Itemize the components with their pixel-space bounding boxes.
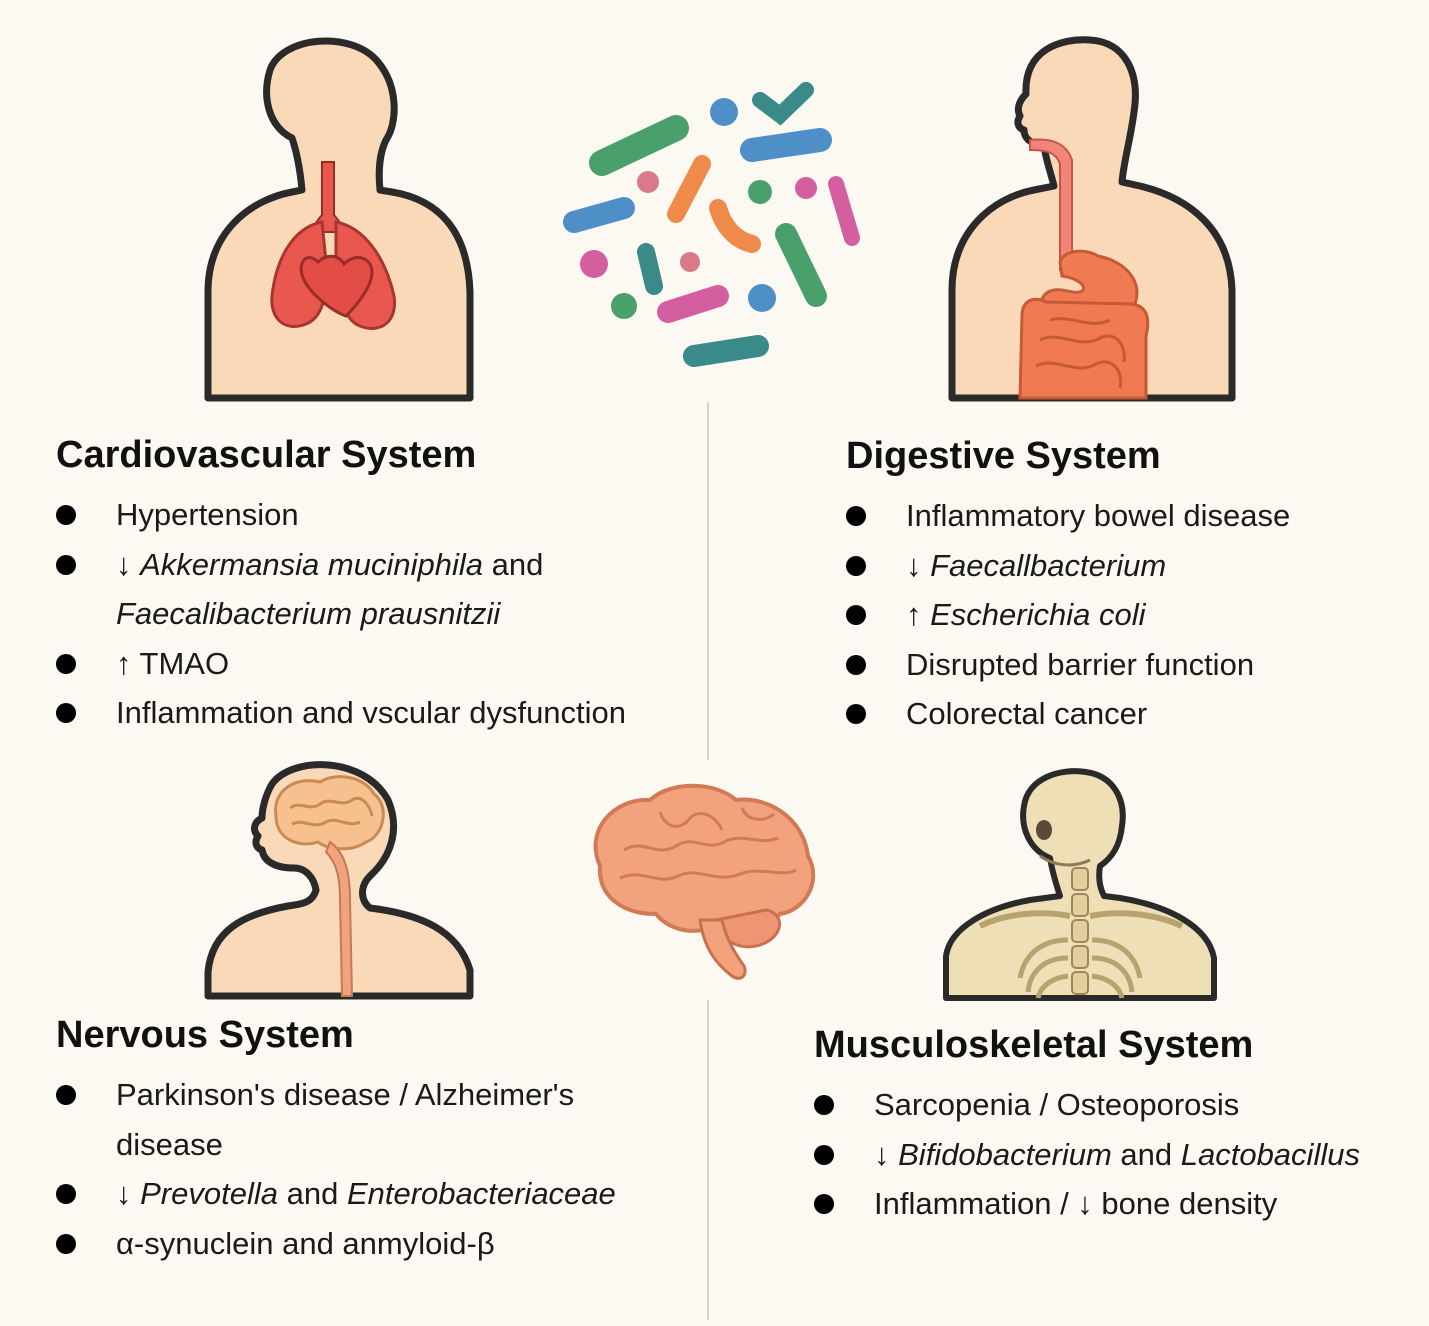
item-text: Colorectal cancer [906,696,1148,731]
musculoskeletal-list: Sarcopenia / Osteoporosis ↓ Bifidobacteri… [814,1080,1360,1229]
bullet-icon [56,1085,76,1105]
bullet-icon [56,703,76,723]
item-text: ↑ TMAO [116,645,230,681]
cardiovascular-list: Hypertension ↓ Akkermansia muciniphila an… [56,490,626,738]
item-text: disease [116,1126,223,1162]
item-text: Inflammatory bowel disease [906,498,1291,533]
taxon-name: Akkermansia muciniphila [140,546,483,582]
list-item: Disrupted barrier function [846,640,1290,690]
item-text: α-synuclein and anmyloid-β [116,1225,495,1261]
list-item: Inflammation and vscular dysfunction [56,688,626,738]
digestive-body-icon [948,36,1236,402]
item-text: Hypertension [116,497,299,532]
nervous-panel: Nervous System Parkinson's disease / Alz… [56,1012,616,1268]
cardiovascular-body-icon [204,37,474,402]
list-item: Inflammatory bowel disease [846,491,1290,541]
item-text: ↓ [116,546,141,582]
item-text: Sarcopenia / Osteoporosis [874,1087,1240,1122]
musculoskeletal-body-icon [943,768,1217,1001]
bullet-icon [846,654,866,675]
bullet-icon [56,554,76,575]
bullet-icon [814,1144,834,1165]
digestive-list: Inflammatory bowel disease ↓ Faecallbacte… [846,491,1290,739]
bullet-icon [56,1233,76,1254]
bullet-icon [846,704,866,724]
list-item-continuation: disease [56,1120,616,1170]
brain-icon [593,783,816,980]
list-item: Inflammation / ↓ bone density [814,1179,1360,1229]
bacteria-cluster-icon [563,82,860,367]
item-text: Disrupted barrier function [906,646,1255,682]
digestive-panel: Digestive System Inflammatory bowel dise… [846,433,1290,739]
list-item-continuation: Faecalibacterium prausnitzii [56,589,626,639]
list-item: ↓ Prevotella and Enterobacteriaceae [56,1169,616,1219]
bullet-icon [56,1184,76,1204]
list-item: Colorectal cancer [846,689,1290,739]
taxon-name: Lactobacillus [1180,1136,1360,1172]
item-text: and [483,546,544,582]
item-text: and [1111,1136,1181,1172]
bullet-icon [56,653,76,674]
nervous-list: Parkinson's disease / Alzheimer's disease… [56,1070,616,1268]
item-text: Parkinson's disease / Alzheimer's [116,1077,575,1112]
list-item: Parkinson's disease / Alzheimer's [56,1070,616,1120]
bullet-icon [846,506,866,526]
item-text: ↓ [874,1136,899,1172]
taxon-name: Faecallbacterium [930,547,1167,583]
bullet-icon [814,1095,834,1115]
taxon-name: Enterobacteriaceae [346,1176,616,1211]
taxon-name: Escherichia coli [930,597,1146,632]
bullet-icon [846,605,866,625]
nervous-title: Nervous System [56,1014,354,1056]
item-text: ↓ [906,547,931,583]
item-text: Inflammation / ↓ bone density [874,1186,1278,1221]
item-text: ↑ [906,597,931,632]
bullet-icon [846,555,866,576]
cardiovascular-title: Cardiovascular System [56,434,477,476]
list-item: ↓ Bifidobacterium and Lactobacillus [814,1130,1360,1180]
list-item: α-synuclein and anmyloid-β [56,1219,616,1269]
taxon-name: Faecalibacterium prausnitzii [116,596,501,631]
item-text: Inflammation and vscular dysfunction [116,695,627,730]
digestive-title: Digestive System [846,435,1161,477]
cardiovascular-panel: Cardiovascular System Hypertension ↓ Akke… [56,432,626,738]
musculoskeletal-panel: Musculoskeletal System Sarcopenia / Oste… [814,1022,1360,1229]
list-item: ↑ TMAO [56,639,626,689]
list-item: Sarcopenia / Osteoporosis [814,1080,1360,1130]
musculoskeletal-title: Musculoskeletal System [814,1024,1254,1066]
list-item: ↓ Faecallbacterium [846,541,1290,591]
list-item: ↑ Escherichia coli [846,590,1290,640]
item-text: ↓ [116,1176,141,1211]
list-item: Hypertension [56,490,626,540]
item-text: and [277,1176,347,1211]
bullet-icon [814,1194,834,1214]
nervous-body-icon [204,761,474,1000]
taxon-name: Prevotella [140,1176,278,1211]
taxon-name: Bifidobacterium [898,1136,1112,1172]
list-item: ↓ Akkermansia muciniphila and [56,540,626,590]
bullet-icon [56,505,76,525]
